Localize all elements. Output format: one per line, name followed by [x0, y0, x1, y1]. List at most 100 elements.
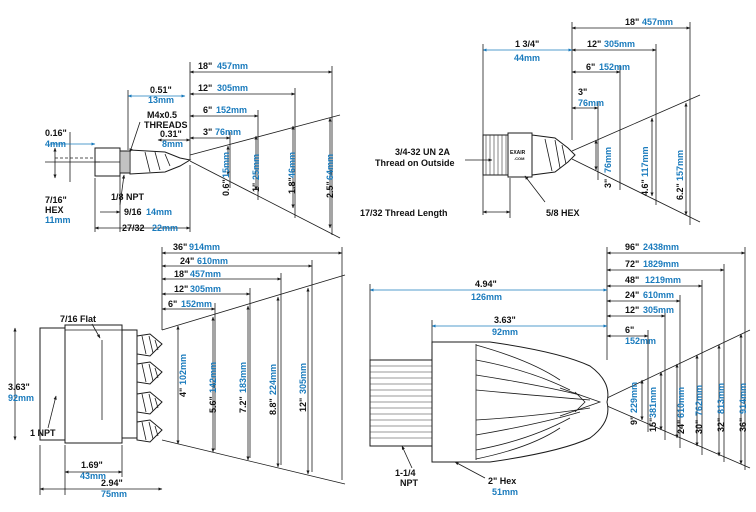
mini-len-134-mm: 44mm: [514, 53, 540, 63]
micro-hex-mm: 11mm: [45, 215, 71, 225]
large-w2-mm: 1829mm: [643, 259, 679, 269]
mini-thread-2: Thread on Outside: [375, 158, 455, 168]
quad-h5-in: 12": [298, 398, 308, 412]
mini-logo-com: .COM: [514, 156, 525, 161]
large-len-363-in: 3.63": [494, 315, 516, 325]
quad-len-294-mm: 75mm: [101, 489, 127, 499]
quad-h1-in: 4": [178, 388, 188, 397]
quad-w2-mm: 610mm: [197, 256, 228, 266]
micro-len-916-in: 9/16: [124, 207, 142, 217]
quad-nozzle-body: [39, 324, 163, 444]
large-h1-in: 9": [629, 416, 639, 425]
mini-w3-in: 6": [586, 62, 595, 72]
micro-w2-in: 12": [198, 83, 212, 93]
large-w1-mm: 2438mm: [643, 242, 679, 252]
micro-len-051-mm: 13mm: [148, 95, 174, 105]
micro-w4-in: 3": [203, 127, 212, 137]
quad-w1-mm: 914mm: [189, 242, 220, 252]
micro-cone-lower: [189, 160, 341, 239]
mini-h1-mm: 76mm: [603, 147, 613, 173]
large-h2-mm: 381mm: [648, 387, 658, 418]
large-w6-in: 6": [625, 325, 634, 335]
micro-cone-upper: [189, 114, 341, 156]
quad-h4-mm: 224mm: [268, 364, 278, 395]
large-len-494-in: 4.94": [475, 279, 497, 289]
mini-nozzle-body: EXAIR .COM: [482, 132, 576, 178]
quad-h4-in: 8.8": [268, 398, 278, 415]
micro-thread-1: M4x0.5: [147, 110, 177, 120]
large-w5-in: 12": [625, 305, 639, 315]
large-h3-in: 24": [676, 420, 686, 434]
mini-w3-mm: 152mm: [599, 62, 630, 72]
mini-h2-in: 4.6": [640, 179, 650, 196]
mini-nozzle-panel: 18" 457mm 12" 305mm 6" 152mm 3" 76mm 3" …: [360, 17, 701, 225]
micro-len-916-mm: 14mm: [146, 207, 172, 217]
large-w3-mm: 1219mm: [645, 275, 681, 285]
mini-hex: 5/8 HEX: [546, 208, 580, 218]
large-len-494-mm: 126mm: [471, 292, 502, 302]
micro-h1-mm: 15mm: [221, 152, 231, 178]
large-hex-mm: 51mm: [492, 487, 518, 497]
micro-w2-mm: 305mm: [217, 83, 248, 93]
large-len-363-mm: 92mm: [492, 327, 518, 337]
large-nozzle-panel: 96" 2438mm 72" 1829mm 48" 1219mm 24" 610…: [369, 242, 751, 497]
quad-nozzle-panel: 36" 914mm 24" 610mm 18" 457mm 12" 305mm …: [8, 242, 346, 499]
mini-logo: EXAIR: [510, 150, 526, 156]
large-h5-in: 32": [716, 418, 726, 432]
quad-flat: 7/16 Flat: [60, 314, 96, 324]
quad-len-294-in: 2.94": [101, 478, 123, 488]
micro-len-031-in: 0.31": [160, 129, 182, 139]
micro-len-2732-mm: 22mm: [152, 223, 178, 233]
micro-h3-in: 1.8": [287, 177, 297, 194]
micro-dia-mm: 4mm: [45, 139, 66, 149]
micro-len-051-in: 0.51": [150, 85, 172, 95]
quad-w2-in: 24": [180, 256, 194, 266]
micro-thread-2: THREADS: [144, 120, 188, 130]
mini-w2-in: 12": [587, 39, 601, 49]
large-nozzle-body: [369, 341, 609, 463]
large-h4-mm: 762mm: [694, 385, 704, 416]
quad-w4-in: 12": [174, 284, 188, 294]
large-h4-in: 30": [694, 420, 704, 434]
large-npt-1: 1-1/4: [395, 468, 416, 478]
mini-w1-mm: 457mm: [642, 17, 673, 27]
quad-outlet-3: [136, 391, 163, 415]
large-h2-in: 15": [648, 418, 658, 432]
large-w2-in: 72": [625, 259, 639, 269]
quad-len-169-in: 1.69": [81, 460, 103, 470]
large-hex-in: 2" Hex: [488, 476, 516, 486]
large-h3-mm: 610mm: [676, 387, 686, 418]
mini-w1-in: 18": [625, 17, 639, 27]
quad-h5-mm: 305mm: [298, 363, 308, 394]
large-h5-mm: 813mm: [716, 383, 726, 414]
quad-len-169-mm: 43mm: [80, 471, 106, 481]
micro-h4-mm: 64mm: [325, 154, 335, 180]
micro-w3-in: 6": [203, 105, 212, 115]
micro-npt: 1/8 NPT: [111, 192, 145, 202]
micro-w1-in: 18": [198, 61, 212, 71]
large-w6-mm: 152mm: [625, 336, 656, 346]
micro-h2-in: 1": [251, 183, 261, 192]
quad-h3-mm: 183mm: [238, 362, 248, 393]
micro-h1-in: 0.6": [221, 179, 231, 196]
mini-h3-mm: 157mm: [675, 150, 685, 181]
quad-w4-mm: 305mm: [190, 284, 221, 294]
mini-len-134-in: 1 3/4": [515, 39, 539, 49]
micro-w4-mm: 76mm: [215, 127, 241, 137]
large-w3-in: 48": [625, 275, 639, 285]
large-w4-mm: 610mm: [643, 290, 674, 300]
micro-nozzle-body: [45, 147, 192, 177]
micro-nozzle-panel: 18" 457mm 12" 305mm 6" 152mm 3" 76mm 0.6…: [45, 61, 341, 239]
quad-outlet-2: [136, 361, 163, 385]
quad-w3-in: 18": [174, 269, 188, 279]
mini-w4-in: 3": [578, 87, 587, 97]
micro-w1-mm: 457mm: [217, 61, 248, 71]
micro-hex-label-2: HEX: [45, 205, 64, 215]
micro-dia-in: 0.16": [45, 128, 67, 138]
mini-w4-mm: 76mm: [578, 98, 604, 108]
large-w5-mm: 305mm: [643, 305, 674, 315]
quad-h3-in: 7.2": [238, 396, 248, 413]
quad-w1-in: 36": [173, 242, 187, 252]
micro-h4-in: 2.5": [325, 181, 335, 198]
